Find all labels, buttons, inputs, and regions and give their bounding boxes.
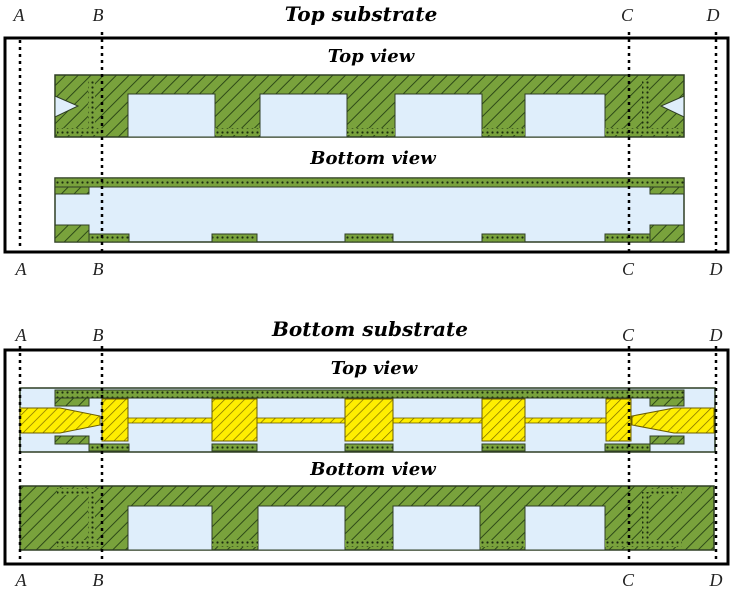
window-slot (392, 505, 481, 551)
label-a: A (15, 325, 28, 345)
via-row (605, 128, 682, 135)
via-row (345, 540, 393, 547)
cut-labels: A B C D A B C D A B C D A B C D (13, 5, 723, 590)
via-row (605, 540, 682, 547)
yellow-resonator-pad (211, 398, 258, 442)
via-row (482, 128, 525, 135)
label-a: A (13, 5, 26, 25)
label-c: C (621, 5, 634, 25)
label-b: B (93, 325, 104, 345)
tapered-cutout-left (54, 95, 80, 118)
yellow-resonator-pad (605, 398, 632, 442)
ground-pad (88, 233, 130, 243)
label-d: D (709, 570, 723, 590)
label-c: C (622, 570, 635, 590)
yellow-feed-taper-right (631, 407, 715, 434)
via-row (347, 128, 395, 135)
via-row (480, 540, 525, 547)
via-row (57, 488, 89, 495)
window-slot (257, 505, 346, 551)
end-pad (54, 397, 90, 407)
label-d: D (709, 325, 723, 345)
ground-pad (211, 233, 258, 243)
ground-pad (481, 443, 526, 452)
via-row (57, 128, 102, 135)
window-slot (394, 93, 483, 138)
top-substrate-top-view (54, 74, 685, 138)
top-substrate-top-view-label: Top view (328, 46, 416, 67)
green-edge-strip (54, 389, 685, 399)
ground-pad (88, 443, 130, 452)
via-row (57, 540, 102, 547)
tapered-cutout-right (659, 95, 685, 118)
top-substrate-title: Top substrate (285, 2, 438, 26)
window-slot (127, 93, 216, 138)
label-d: D (706, 5, 720, 25)
window-slot (259, 93, 348, 138)
substrate-body (54, 177, 685, 243)
via-row (215, 128, 260, 135)
label-b: B (93, 570, 104, 590)
cut-lines (18, 32, 718, 563)
green-edge-strip (54, 177, 685, 188)
ground-pad (604, 443, 651, 452)
end-pad (54, 224, 90, 243)
ground-pad (481, 233, 526, 243)
end-pad (649, 397, 685, 407)
top-substrate-bottom-view-label: Bottom view (309, 148, 437, 169)
bottom-substrate-bottom-view (19, 485, 715, 551)
label-b: B (93, 5, 104, 25)
window-slot (524, 93, 606, 138)
bottom-substrate-frame (3, 348, 730, 566)
label-b: B (93, 259, 104, 279)
yellow-resonator-pad (481, 398, 526, 442)
via-column (88, 492, 95, 542)
ground-pad (344, 443, 394, 452)
label-c: C (622, 259, 635, 279)
via-row (650, 488, 682, 495)
top-substrate-bottom-view (54, 177, 685, 243)
ground-pad (211, 443, 258, 452)
yellow-resonator-pad (101, 398, 129, 442)
ground-pad (344, 233, 394, 243)
bottom-substrate-title: Bottom substrate (271, 317, 468, 341)
end-pad (649, 224, 685, 243)
end-pad (649, 186, 685, 195)
top-substrate-frame (3, 36, 730, 254)
label-d: D (709, 259, 723, 279)
label-c: C (622, 325, 635, 345)
yellow-resonator-pad (344, 398, 394, 442)
window-slot (127, 505, 213, 551)
end-pad (649, 435, 685, 445)
end-pad (54, 435, 90, 445)
end-pad (54, 186, 90, 195)
via-column (642, 80, 649, 128)
window-slot (524, 505, 606, 551)
via-row (212, 540, 258, 547)
bottom-substrate-bottom-view-label: Bottom view (309, 459, 437, 480)
via-column (642, 492, 649, 542)
label-a: A (15, 259, 28, 279)
label-a: A (15, 570, 28, 590)
bottom-substrate-top-view (19, 387, 716, 453)
ground-pad (604, 233, 651, 243)
via-column (88, 80, 95, 128)
bottom-substrate-top-view-label: Top view (331, 358, 419, 379)
